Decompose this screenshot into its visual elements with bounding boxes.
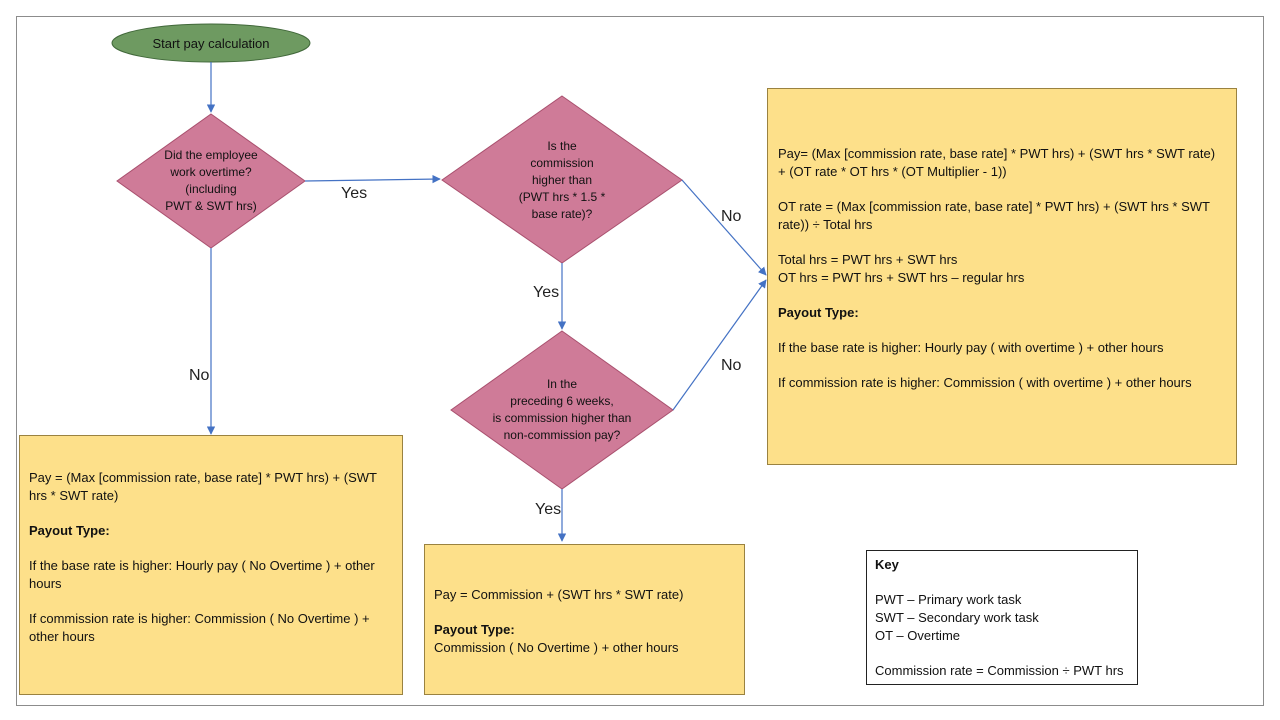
connector-overtime-yes xyxy=(304,174,441,184)
total-hrs-formula: Total hrs = PWT hrs + SWT hrs xyxy=(778,252,958,267)
key-swt: SWT – Secondary work task xyxy=(875,610,1039,625)
key-ot: OT – Overtime xyxy=(875,628,961,643)
commission-no-label: No xyxy=(721,208,742,225)
commission-yes-label: Yes xyxy=(533,284,560,301)
diagram-frame xyxy=(16,16,1264,706)
start-node-label: Start pay calculation xyxy=(152,35,270,51)
six-weeks-yes-label: Yes xyxy=(535,501,562,518)
overtime-pay-formula: Pay= (Max [commission rate, base rate] *… xyxy=(778,146,1216,179)
commission-pay-formula: Pay = Commission + (SWT hrs * SWT rate) xyxy=(434,587,684,602)
ot-rate-formula: OT rate = (Max [commission rate, base ra… xyxy=(778,199,1210,232)
key-title: Key xyxy=(875,557,899,572)
connector-six-weeks-no xyxy=(672,279,767,411)
overtime-yes-label: Yes xyxy=(341,185,368,202)
six-weeks-decision-label: In the preceding 6 weeks, is commission … xyxy=(492,377,632,442)
no-overtime-pay-box: Pay = (Max [commission rate, base rate] … xyxy=(19,435,403,695)
no-overtime-pay-formula: Pay = (Max [commission rate, base rate] … xyxy=(29,470,377,503)
no-overtime-payout-commission: If commission rate is higher: Commission… xyxy=(29,611,370,644)
commission-payout: Commission ( No Overtime ) + other hours xyxy=(434,640,679,655)
commission-decision-label: Is the commission higher than (PWT hrs *… xyxy=(518,138,606,221)
six-weeks-no-label: No xyxy=(721,357,742,374)
overtime-pay-formula-box: Pay= (Max [commission rate, base rate] *… xyxy=(767,88,1237,465)
key-pwt: PWT – Primary work task xyxy=(875,592,1022,607)
no-overtime-payout-heading: Payout Type: xyxy=(29,523,110,538)
commission-payout-heading: Payout Type: xyxy=(434,622,515,637)
overtime-decision-label: Did the employee work overtime? (includi… xyxy=(164,148,258,213)
connector-commission-no xyxy=(681,179,767,276)
commission-pay-box: Pay = Commission + (SWT hrs * SWT rate) … xyxy=(424,544,745,695)
key-legend-box: Key PWT – Primary work task SWT – Second… xyxy=(866,550,1138,685)
overtime-payout-commission: If commission rate is higher: Commission… xyxy=(778,375,1192,390)
overtime-payout-heading: Payout Type: xyxy=(778,305,859,320)
overtime-payout-base: If the base rate is higher: Hourly pay (… xyxy=(778,340,1164,355)
no-overtime-payout-base: If the base rate is higher: Hourly pay (… xyxy=(29,558,375,591)
key-commission-rate: Commission rate = Commission ÷ PWT hrs xyxy=(875,663,1124,678)
ot-hrs-formula: OT hrs = PWT hrs + SWT hrs – regular hrs xyxy=(778,270,1025,285)
overtime-no-label: No xyxy=(189,367,210,384)
